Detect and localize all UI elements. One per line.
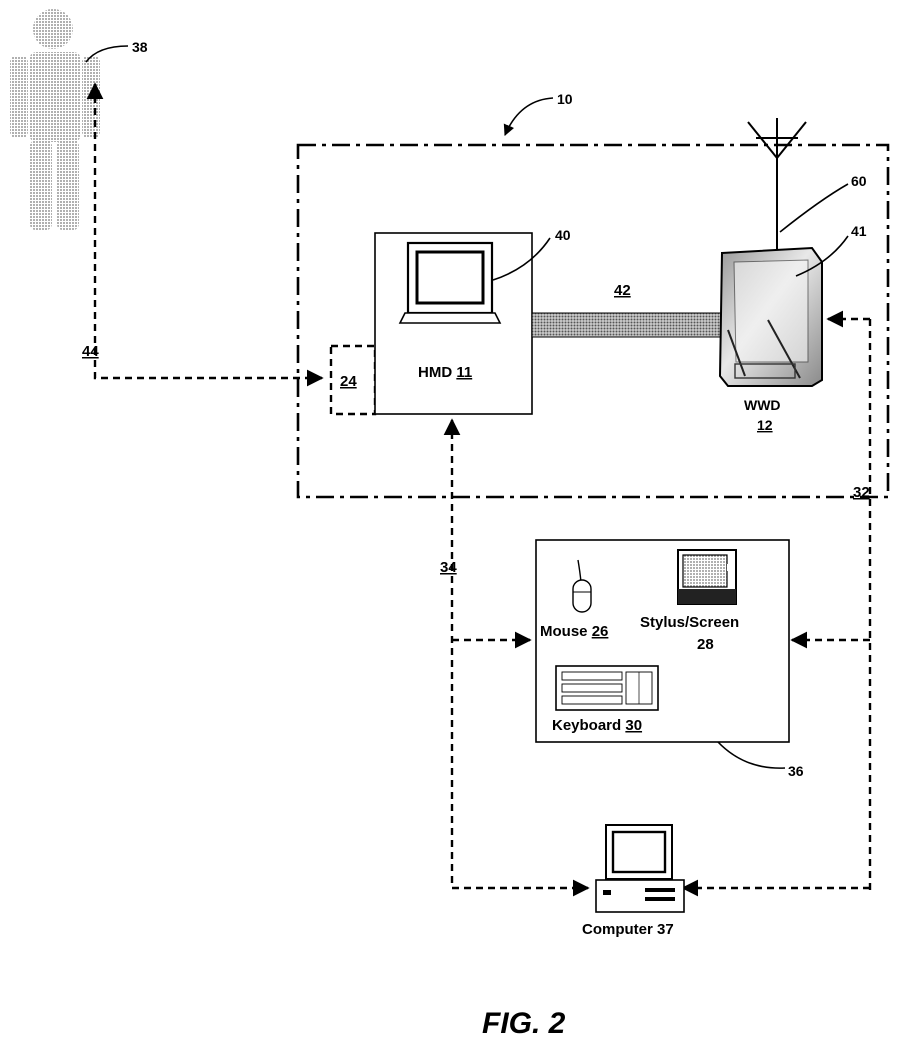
user-link-ref: 44 (82, 343, 99, 360)
wwd-label: WWD (744, 397, 781, 413)
wwd-ref-label: 12 (757, 417, 773, 433)
wwd-link-ref: 32 (853, 484, 870, 501)
antenna-icon (748, 118, 806, 253)
hmd-link-ref: 34 (440, 559, 457, 576)
keyboard-label: Keyboard 30 (552, 717, 642, 734)
wwd-body-ref-label: 41 (851, 223, 867, 239)
port-ref: 24 (340, 373, 357, 390)
user-link-path (95, 84, 322, 378)
user-figure-icon (10, 9, 100, 230)
wwd-device-icon (720, 248, 822, 386)
figure-title: FIG. 2 (482, 1007, 566, 1040)
inputs-leader-line (718, 742, 785, 768)
input-devices-box (536, 540, 789, 742)
antenna-leader-line (780, 184, 848, 232)
computer-label: Computer 37 (582, 921, 674, 938)
hmd-wwd-link (532, 313, 722, 337)
user-ref-label: 38 (132, 39, 148, 55)
hmd-label: HMD 11 (418, 364, 472, 381)
link-ref: 42 (614, 282, 631, 299)
display-ref-label: 40 (555, 227, 571, 243)
mouse-label: Mouse 26 (540, 623, 608, 640)
antenna-ref-label: 60 (851, 173, 867, 189)
stylus-screen-icon (678, 550, 736, 604)
keyboard-icon (556, 666, 658, 710)
monitor-icon (400, 243, 500, 323)
computer-icon (596, 825, 684, 912)
inputs-ref-label: 36 (788, 763, 804, 779)
system-ref-arrow (505, 98, 553, 135)
system-ref-label: 10 (557, 91, 573, 107)
stylus-ref: 28 (697, 636, 714, 653)
stylus-label: Stylus/Screen (640, 614, 739, 631)
